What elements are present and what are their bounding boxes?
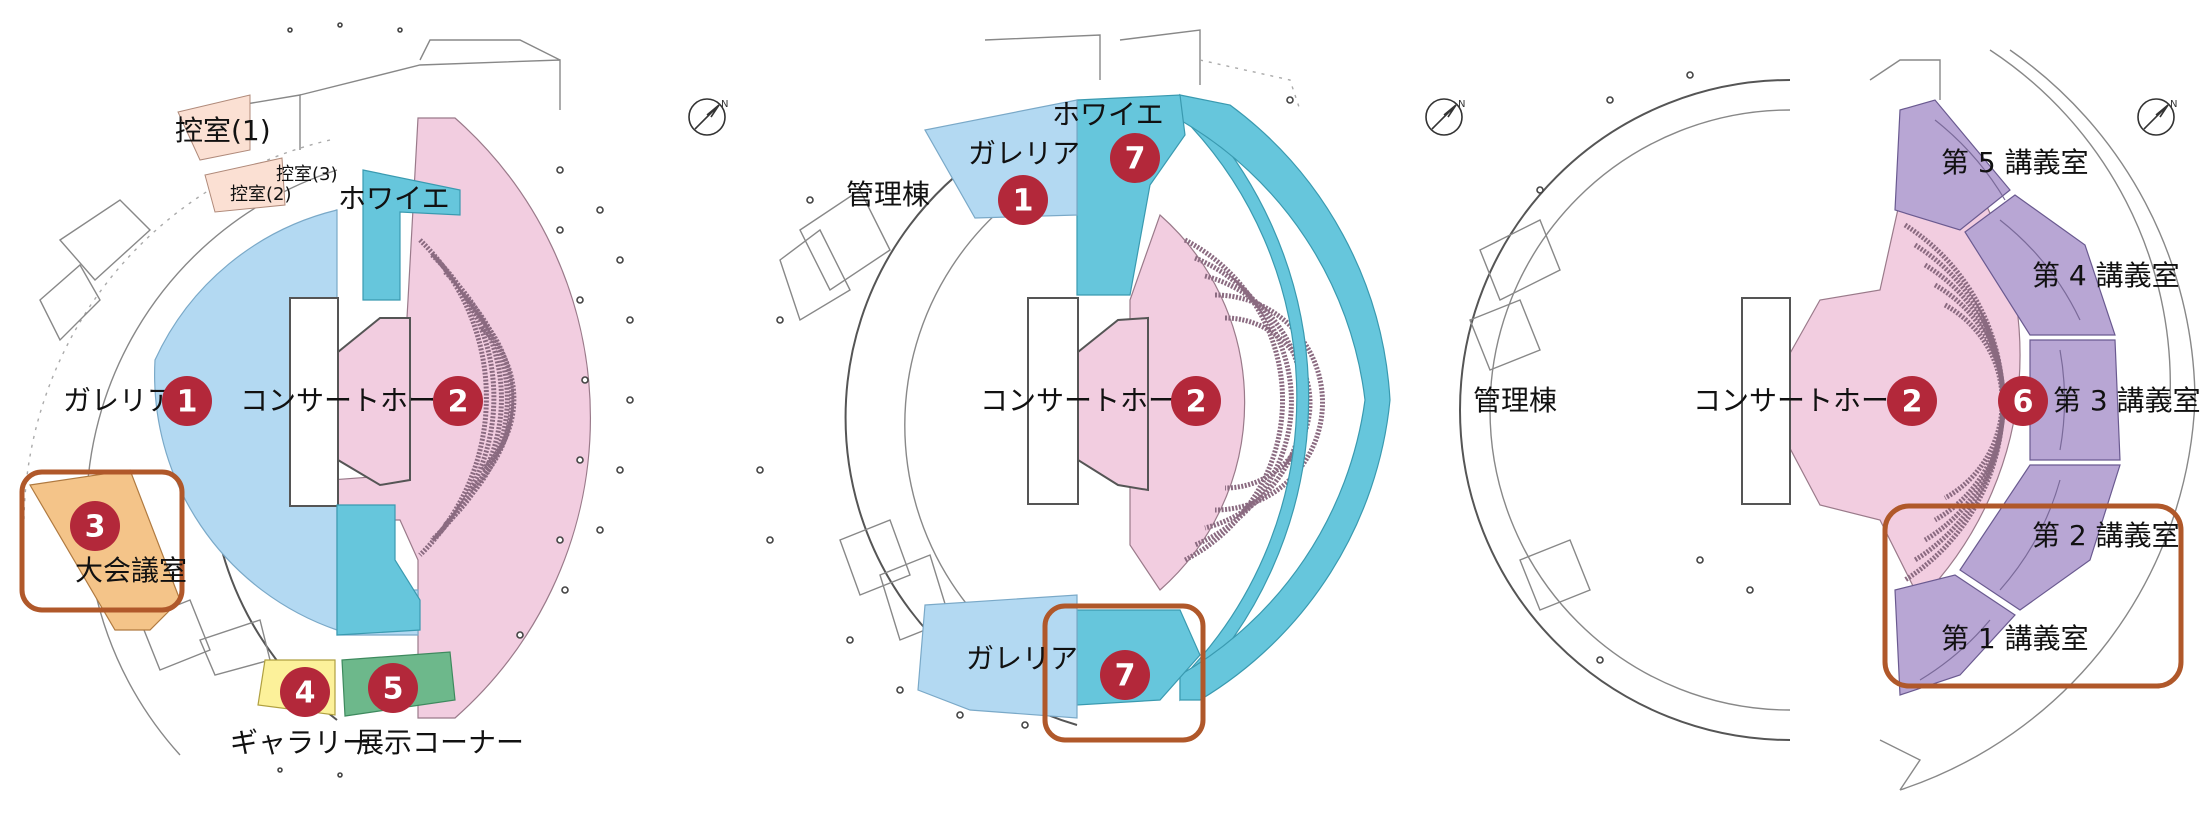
- plan2-label-concert-hall: コンサートホール: [980, 384, 1204, 417]
- floor-plan-1: 控室(1) 控室(2) 控室(3) ホワイエ ガレリア コンサートホール 大会議…: [19, 22, 634, 778]
- svg-text:2: 2: [1902, 385, 1923, 420]
- plan2-foyer-outer: [1179, 94, 1391, 701]
- plan3-marker-2: 2: [1887, 376, 1937, 426]
- plan2-column-dots: [756, 96, 1294, 729]
- plan3-label-lecture-3: 第 3 講義室: [2053, 384, 2201, 417]
- svg-text:N: N: [2170, 99, 2177, 110]
- svg-text:N: N: [721, 99, 728, 110]
- plan1-stage-polygon: [337, 317, 411, 487]
- plan3-lecture-5-area: [1894, 99, 2011, 231]
- plan3-outer-walls: [1459, 49, 2196, 791]
- north-arrow-icon: N: [688, 98, 728, 136]
- svg-text:5: 5: [383, 672, 404, 707]
- plan3-label-lecture-1: 第 1 講義室: [1941, 622, 2089, 655]
- plan1-perimeter-dots: [277, 22, 403, 778]
- plan2-label-galleria-top: ガレリア: [968, 137, 1080, 170]
- plan2-foyer-top-area: [1076, 94, 1186, 296]
- plan2-marker-2: 2: [1171, 376, 1221, 426]
- plan1-column-dots: [516, 166, 634, 639]
- floor-plan-2: ガレリア ホワイエ 管理棟 コンサートホール ガレリア 1 7 2 7: [756, 29, 1391, 743]
- plan2-marker-1: 1: [998, 175, 1048, 225]
- svg-text:1: 1: [177, 385, 198, 420]
- north-arrow-icon-3: N: [2137, 98, 2177, 136]
- svg-text:1: 1: [1013, 184, 1034, 219]
- plan3-lecture-4-area: [1964, 194, 2116, 336]
- plan2-foyer-highlight-frame: [1042, 603, 1206, 743]
- plan1-label-conference: 大会議室: [75, 554, 187, 587]
- plan1-conference-highlight-frame: [19, 469, 185, 613]
- north-arrow-icon-2: N: [1425, 98, 1465, 136]
- plan1-label-green-room-2: 控室(2): [230, 184, 292, 205]
- plan1-foyer-area-bottom: [336, 504, 421, 636]
- svg-text:2: 2: [448, 385, 469, 420]
- plan3-lecture-2-area: [1959, 464, 2121, 611]
- plan1-label-galleria: ガレリア: [63, 384, 175, 417]
- plan1-label-gallery: ギャラリー: [230, 726, 370, 759]
- plan3-column-dots: [1536, 71, 1754, 664]
- plan1-label-concert-hall: コンサートホール: [240, 384, 464, 417]
- plan1-seating-rows: [418, 238, 517, 557]
- plan3-label-concert-hall: コンサートホール: [1693, 384, 1917, 417]
- plan1-stage-block: [289, 297, 339, 507]
- svg-text:3: 3: [85, 510, 106, 545]
- plan2-label-admin: 管理棟: [846, 178, 930, 211]
- svg-text:7: 7: [1125, 142, 1146, 177]
- plan2-marker-7-top: 7: [1110, 133, 1160, 183]
- plan3-label-lecture-5: 第 5 講義室: [1941, 146, 2089, 179]
- plan1-marker-1: 1: [162, 376, 212, 426]
- plan1-label-exhibition: 展示コーナー: [356, 726, 524, 759]
- plan3-label-admin: 管理棟: [1473, 384, 1557, 417]
- plan1-green-room-2-area: [204, 157, 286, 213]
- svg-text:N: N: [1458, 99, 1465, 110]
- plan1-marker-4: 4: [280, 667, 330, 717]
- plan3-lecture-tiers: [1919, 119, 2081, 681]
- plan3-label-lecture-4: 第 4 講義室: [2032, 259, 2180, 292]
- plan1-marker-3: 3: [70, 501, 120, 551]
- plan3-marker-6: 6: [1998, 376, 2048, 426]
- plan2-marker-7-bottom: 7: [1100, 650, 1150, 700]
- plan1-marker-2: 2: [433, 376, 483, 426]
- plan1-label-foyer: ホワイエ: [338, 182, 450, 215]
- svg-text:2: 2: [1186, 385, 1207, 420]
- plan2-stage-polygon: [1077, 316, 1149, 492]
- floor-plan-3: 第 5 講義室 第 4 講義室 第 3 講義室 第 2 講義室 第 1 講義室 …: [1459, 49, 2201, 791]
- plan3-stage-block: [1741, 297, 1791, 505]
- plan3-lecture-highlight-frame: [1882, 503, 2184, 689]
- plan2-galleria-bottom-area: [917, 594, 1078, 719]
- plan1-foyer-area-top: [362, 169, 461, 301]
- plan1-green-room-1-area: [177, 94, 251, 161]
- svg-text:6: 6: [2013, 385, 2034, 420]
- svg-text:4: 4: [295, 676, 316, 711]
- plan2-label-foyer: ホワイエ: [1052, 98, 1164, 131]
- plan3-label-lecture-2: 第 2 講義室: [2032, 519, 2180, 552]
- plan1-marker-5: 5: [368, 663, 418, 713]
- svg-text:7: 7: [1115, 659, 1136, 694]
- plan1-conference-area: [29, 469, 181, 631]
- plan2-label-galleria-bottom: ガレリア: [966, 642, 1078, 675]
- plan1-label-green-room-3: 控室(3): [276, 164, 338, 185]
- plan1-label-green-room-1: 控室(1): [175, 114, 271, 147]
